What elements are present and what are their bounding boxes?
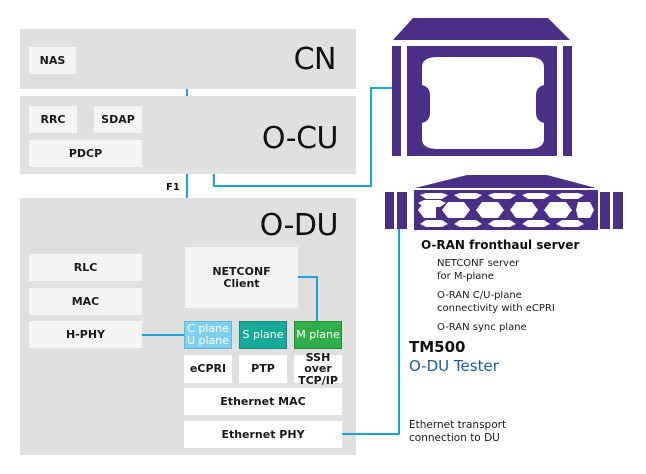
- ssh-label-line2: TCP/IP: [298, 373, 338, 387]
- hphy-block: H-PHY: [29, 321, 142, 348]
- ocu-wire-down: [213, 174, 215, 186]
- eth-phy-wire-up: [398, 228, 400, 435]
- cn-layer: CN: [20, 29, 356, 89]
- s-plane-block: S plane: [239, 321, 287, 349]
- feature-line: for M-plane: [437, 270, 494, 282]
- cu-plane-block: C plane U plane: [184, 321, 232, 349]
- netconf-wire-horizontal: [298, 276, 318, 278]
- feature-line: NETCONF server: [437, 258, 520, 269]
- cn-ocu-link: [186, 89, 188, 96]
- m-plane-block: M plane: [294, 321, 342, 349]
- f1-link: [186, 174, 188, 198]
- ocu-title: O-CU: [261, 121, 339, 156]
- ocu-wire-horizontal: [213, 185, 371, 187]
- server-feature-sync: O-RAN sync plane: [437, 322, 527, 335]
- tester-subtitle: O-DU Tester: [409, 357, 499, 375]
- pdcp-block: PDCP: [29, 140, 142, 167]
- server-title: O-RAN fronthaul server: [421, 238, 580, 252]
- u-plane-label: U plane: [186, 334, 230, 347]
- ocu-wire-to-monitor: [370, 87, 392, 89]
- c-plane-label: C plane: [187, 322, 229, 336]
- ethernet-mac-block: Ethernet MAC: [184, 388, 342, 415]
- nas-block: NAS: [29, 47, 76, 74]
- rrc-block: RRC: [29, 106, 77, 133]
- feature-line: connectivity with eCPRI: [437, 302, 555, 314]
- tester-name: TM500: [409, 338, 466, 356]
- ocu-wire-up: [370, 87, 372, 187]
- ecpri-block: eCPRI: [184, 355, 232, 383]
- eth-phy-wire-horizontal: [342, 433, 400, 435]
- monitor-icon: [392, 18, 572, 156]
- netconf-client-block: NETCONF Client: [185, 247, 298, 308]
- hphy-cu-link: [142, 334, 184, 336]
- ptp-block: PTP: [239, 355, 287, 383]
- server-feature-netconf: NETCONF server for M-plane: [437, 258, 519, 283]
- feature-line: O-RAN sync plane: [437, 322, 527, 333]
- transport-note: Ethernet transport connection to DU: [409, 419, 506, 445]
- sdap-block: SDAP: [94, 106, 142, 133]
- ethernet-phy-block: Ethernet PHY: [184, 421, 342, 448]
- fronthaul-server-icon: [385, 175, 623, 230]
- f1-interface-label: F1: [166, 182, 180, 193]
- netconf-wire-down: [316, 276, 318, 321]
- transport-note-line: connection to DU: [409, 432, 500, 445]
- cn-title: CN: [293, 42, 337, 77]
- odu-title: O-DU: [259, 208, 339, 243]
- ssh-block: SSH over TCP/IP: [294, 350, 342, 386]
- server-feature-cu-plane: O-RAN C/U-plane connectivity with eCPRI: [437, 290, 555, 315]
- rlc-block: RLC: [29, 254, 142, 281]
- feature-line: O-RAN C/U-plane: [437, 290, 522, 301]
- ssh-label-line1: SSH over: [304, 350, 332, 376]
- transport-note-line: Ethernet transport: [409, 419, 507, 431]
- mac-block: MAC: [29, 288, 142, 315]
